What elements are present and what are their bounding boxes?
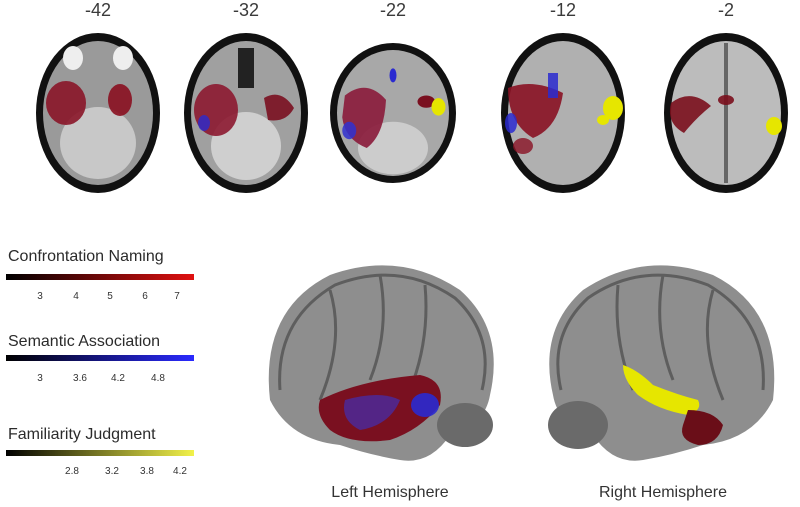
legend-title-semantic: Semantic Association — [8, 333, 161, 350]
axial-slice-2 — [184, 33, 308, 193]
slice-label-3: -22 — [379, 0, 406, 20]
slice-label-4: -12 — [549, 0, 576, 20]
legend-bar-semantic — [6, 355, 194, 361]
legend-tick: 3.8 — [140, 466, 154, 477]
legend-tick: 4.8 — [151, 373, 165, 384]
axial-slice-3 — [330, 43, 456, 183]
legend-title-naming: Confrontation Naming — [8, 248, 164, 265]
legend-tick: 7 — [174, 291, 180, 302]
legend-tick: 3 — [37, 291, 43, 302]
legend-tick: 3.6 — [73, 373, 87, 384]
legend-title-familiarity: Familiarity Judgment — [8, 426, 156, 443]
legend-tick: 4 — [73, 291, 79, 302]
legend-tick: 6 — [142, 291, 148, 302]
axial-slice-1 — [36, 33, 160, 193]
slice-label-5: -2 — [717, 0, 734, 20]
legend-tick: 4.2 — [111, 373, 125, 384]
axial-slice-4 — [501, 33, 625, 193]
left-hemisphere-label: Left Hemisphere — [331, 484, 449, 501]
right-hemisphere-label: Right Hemisphere — [598, 484, 728, 501]
slice-label-1: -42 — [84, 0, 111, 20]
slice-label-2: -32 — [232, 0, 259, 20]
axial-slice-5 — [664, 33, 788, 193]
right-hemisphere-render — [548, 265, 775, 461]
legend-tick: 5 — [107, 291, 113, 302]
legend-tick: 4.2 — [173, 466, 187, 477]
left-hemisphere-render — [268, 265, 494, 461]
legend-tick: 3.2 — [105, 466, 119, 477]
legend-bar-familiarity — [6, 450, 194, 456]
legend-tick: 2.8 — [65, 466, 79, 477]
legend-tick: 3 — [37, 373, 43, 384]
legend-bar-naming — [6, 274, 194, 280]
